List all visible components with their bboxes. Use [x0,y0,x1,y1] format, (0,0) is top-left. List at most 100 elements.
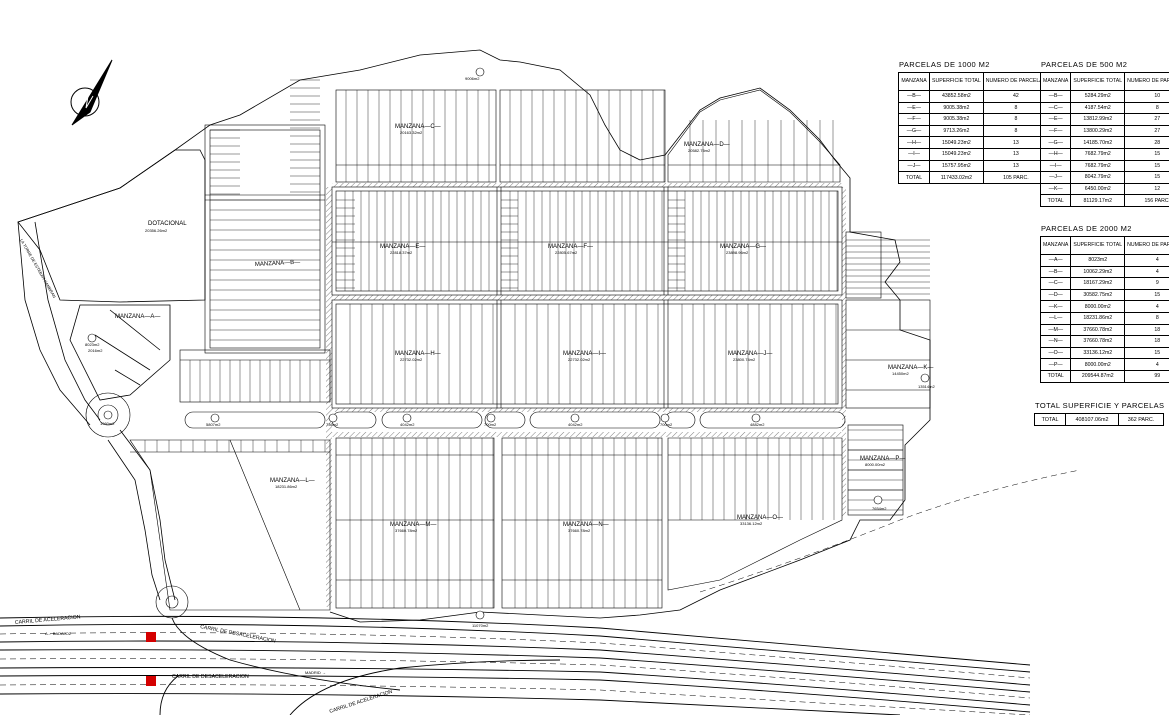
table-cell: 15049.23m2 [929,147,984,161]
table-cell: 15757.95m2 [929,159,984,173]
table-total-grid: TOTAL 408107.06m2 362 PARC. [1034,413,1164,426]
highway [0,615,1031,715]
table-cell: 15 [1124,171,1169,184]
column-header: MANZANA [1039,72,1072,91]
table-cell: —L— [1039,311,1072,325]
table-cell: 9005.38m2 [929,113,984,126]
table-500-title: PARCELAS DE 500 M2 [1041,60,1128,69]
table-cell: 15 [1124,288,1169,302]
manzana-f-area: 22805.67m2 [555,250,578,255]
manzana-n-area: 37660.78m2 [568,528,591,533]
column-header: NUMERO DE PARCELAS [982,72,1050,91]
road-to-badajoz: A← BADAJOZ [45,631,72,636]
bar6-area: 700m2 [660,422,673,427]
road-acceleration-2: CARRIL DE ACELERACION [329,689,394,715]
table-cell: —F— [1039,124,1072,138]
manzana-k-area: 14450m2 [892,371,909,376]
table-total-cell: 99 [1124,369,1169,383]
column-header: NUMERO DE PARCELAS [1124,236,1169,255]
table-total: TOTAL SUPERFICIE Y PARCELAS TOTAL 408107… [1034,401,1164,426]
table-cell: —C— [1039,101,1072,115]
table-cell: —E— [1039,113,1072,126]
table-cell: 8 [982,113,1050,126]
table-cell: 18231.86m2 [1070,311,1126,325]
table-cell: —D— [1039,288,1072,302]
table-cell: 13 [982,136,1050,149]
table-cell: 13 [982,159,1050,173]
bar2-area: 736m2 [326,422,339,427]
column-header: MANZANA [1039,236,1072,255]
bar3-area: 4042m2 [400,422,415,427]
table-cell: 12 [1124,182,1169,196]
table-cell: —O— [1039,346,1072,360]
table-cell: —J— [1039,171,1072,184]
dotacional-area: 20356.26m2 [145,228,168,233]
table-total-cell: 117433.02m2 [929,171,984,185]
table-cell: 43852.58m2 [929,90,984,103]
table-cell: —M— [1039,323,1072,337]
table-cell: 5284.29m2 [1070,90,1126,103]
junction-marker [146,632,156,642]
table-cell: 8 [982,124,1050,138]
table-cell: 37660.78m2 [1070,323,1126,337]
table-cell: 10062.29m2 [1070,265,1126,279]
table-cell: 27 [1124,124,1169,138]
table-cell: 15 [1124,346,1169,360]
manzana-e-label: MANZANA—E— [380,244,425,250]
green-left-area: 2016m2 [88,348,103,353]
manzana-a-parcel [69,304,171,401]
table-row: TOTAL 408107.06m2 362 PARC. [1034,413,1164,426]
manzana-k-label: MANZANA—K— [888,365,933,371]
north-arrow-icon [70,59,113,126]
table-cell: 9 [1124,277,1169,290]
table-cell: 4 [1124,265,1169,279]
table-cell: 15049.23m2 [929,136,984,149]
total-area: 408107.06m2 [1065,413,1119,426]
zone-right-area: 13514m2 [918,384,935,389]
table-cell: —F— [898,113,930,126]
table-cell: —E— [898,101,930,115]
road-deceleration-2: CARRIL DE DESACELERACION [172,674,249,680]
table-cell: 15 [1124,159,1169,173]
table-total-cell: TOTAL [1039,369,1072,383]
bar5-area: 4042m2 [568,422,583,427]
table-cell: 8 [982,101,1050,115]
manzana-m-area: 37660.78m2 [395,528,418,533]
manzana-h-label: MANZANA—H— [395,351,441,357]
manzana-i-area: 22732.02m2 [568,357,591,362]
road-edge-left-inner [34,221,101,421]
table-cell: 33136.12m2 [1070,346,1126,360]
column-header: SUPERFICIE TOTAL [1070,72,1126,91]
table-total-cell: 81129.17m2 [1070,194,1126,208]
table-cell: —C— [1039,277,1072,290]
table-cell: 37660.78m2 [1070,335,1126,348]
manzana-l-label: MANZANA—L— [270,478,315,484]
table-cell: 4187.54m2 [1070,101,1126,115]
road-acceleration-1: CARRIL DE ACELERACION [15,614,81,626]
table-cell: 8000.00m2 [1070,358,1126,371]
table-cell: —J— [898,159,930,173]
table-total-cell: 105 PARC. [982,171,1050,185]
table-cell: —P— [1039,358,1072,371]
manzana-a-area: 8023m2 [85,342,100,347]
